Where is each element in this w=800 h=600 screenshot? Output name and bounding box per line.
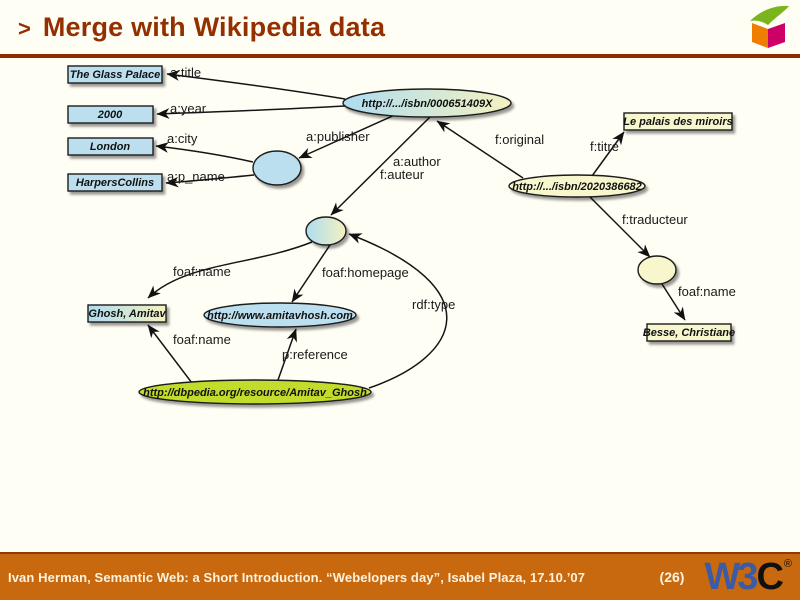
homepage-label: http://www.amitavhosh.com — [207, 310, 353, 322]
edge-labels: a:title a:year a:city a:p_name a:publish… — [167, 65, 736, 362]
label-foaf-homepage: foaf:homepage — [322, 265, 409, 280]
label-a-publisher: a:publisher — [306, 129, 370, 144]
node-besse: Besse, Christiane — [643, 323, 735, 342]
isbn-en-label: http://.../isbn/000651409X — [362, 98, 493, 110]
publisher-blank-node — [252, 150, 302, 186]
edge-foaf-homepage — [291, 244, 331, 303]
label-p-reference: p:reference — [282, 347, 348, 362]
glass-palace-label: The Glass Palace — [70, 69, 161, 81]
year-2000-label: 2000 — [97, 109, 123, 121]
edge-f-original — [436, 120, 524, 179]
london-label: London — [90, 141, 131, 153]
edge-a-author — [330, 116, 431, 216]
edge-a-title — [166, 70, 346, 100]
cube-icon-svg — [750, 5, 789, 48]
label-f-auteur: f:auteur — [380, 167, 425, 182]
node-isbn-fr: http://.../isbn/2020386682 — [508, 174, 646, 198]
label-a-city: a:city — [167, 131, 198, 146]
label-rdf-type: rdf:type — [412, 297, 455, 312]
dbpedia-ellipse — [138, 379, 372, 405]
edge-a-city — [155, 142, 254, 163]
cube-leaf-top — [750, 5, 789, 25]
semantic-web-cube-icon — [744, 3, 792, 51]
w3c-logo-w3: W3 — [704, 556, 758, 598]
edge-a-p-name — [165, 174, 255, 188]
label-a-year: a:year — [170, 101, 207, 116]
w3c-logo-c: C — [756, 556, 784, 598]
node-dbpedia: http://dbpedia.org/resource/Amitav_Ghosh — [138, 379, 372, 405]
harpers-collins-box — [67, 173, 163, 192]
edge-foaf-name-person — [147, 241, 313, 299]
label-foaf-name-dbpedia: foaf:name — [173, 332, 231, 347]
isbn-fr-ellipse — [508, 174, 646, 198]
node-palais: Le palais des miroirs — [623, 112, 733, 131]
edge-a-publisher — [298, 113, 398, 159]
node-glass-palace: The Glass Palace — [67, 65, 163, 84]
ghosh-label: Ghosh, Amitav — [88, 308, 166, 320]
glass-palace-box — [67, 65, 163, 84]
besse-label: Besse, Christiane — [643, 327, 735, 339]
edges — [147, 70, 686, 389]
w3c-logo: W3 C ® — [704, 558, 792, 596]
footer-credit: Ivan Herman, Semantic Web: a Short Intro… — [8, 569, 586, 585]
header: > Merge with Wikipedia data — [18, 12, 385, 43]
edge-a-year — [156, 105, 346, 119]
node-isbn-en: http://.../isbn/000651409X — [342, 88, 512, 118]
translator-blank-node — [637, 255, 677, 285]
besse-box — [646, 323, 732, 342]
header-rule — [0, 54, 800, 58]
node-harpers-collins: HarpersCollins — [67, 173, 163, 192]
cube-right-face — [768, 23, 785, 48]
london-box — [67, 137, 154, 156]
harpers-collins-label: HarpersCollins — [76, 177, 154, 189]
node-year-2000: 2000 — [67, 105, 154, 124]
rdf-graph-diagram: a:title a:year a:city a:p_name a:publish… — [67, 65, 736, 405]
label-a-title: a:title — [170, 65, 201, 80]
node-ghosh: Ghosh, Amitav — [87, 304, 167, 323]
edge-foaf-name-translator — [661, 283, 686, 321]
isbn-fr-label: http://.../isbn/2020386682 — [512, 181, 642, 193]
edge-f-traducteur — [587, 194, 651, 258]
label-f-traducteur: f:traducteur — [622, 212, 688, 227]
slide-number: (26) — [659, 569, 685, 585]
edge-f-titre — [591, 131, 625, 177]
node-homepage: http://www.amitavhosh.com — [203, 302, 357, 328]
label-a-p-name: a:p_name — [167, 169, 225, 184]
page-title: Merge with Wikipedia data — [42, 12, 386, 42]
year-2000-box — [67, 105, 154, 124]
palais-box — [623, 112, 733, 131]
label-f-titre: f:titre — [590, 139, 619, 154]
homepage-ellipse — [203, 302, 357, 328]
footer-bar: Ivan Herman, Semantic Web: a Short Intro… — [0, 552, 800, 600]
edge-foaf-name-dbpedia — [147, 324, 193, 384]
isbn-en-ellipse — [342, 88, 512, 118]
label-foaf-name-translator: foaf:name — [678, 284, 736, 299]
palais-label: Le palais des miroirs — [623, 116, 732, 128]
cube-left-face — [752, 23, 768, 48]
label-a-author: a:author — [393, 154, 441, 169]
ghosh-box — [87, 304, 167, 323]
author-blank-node — [305, 216, 347, 246]
title-bullet: > — [18, 16, 31, 41]
edge-rdf-type — [348, 233, 448, 389]
node-london: London — [67, 137, 154, 156]
label-f-original: f:original — [495, 132, 544, 147]
label-foaf-name-person: foaf:name — [173, 264, 231, 279]
edge-p-reference — [277, 328, 297, 381]
dbpedia-label: http://dbpedia.org/resource/Amitav_Ghosh — [143, 387, 367, 399]
w3c-logo-registered: ® — [783, 558, 792, 570]
